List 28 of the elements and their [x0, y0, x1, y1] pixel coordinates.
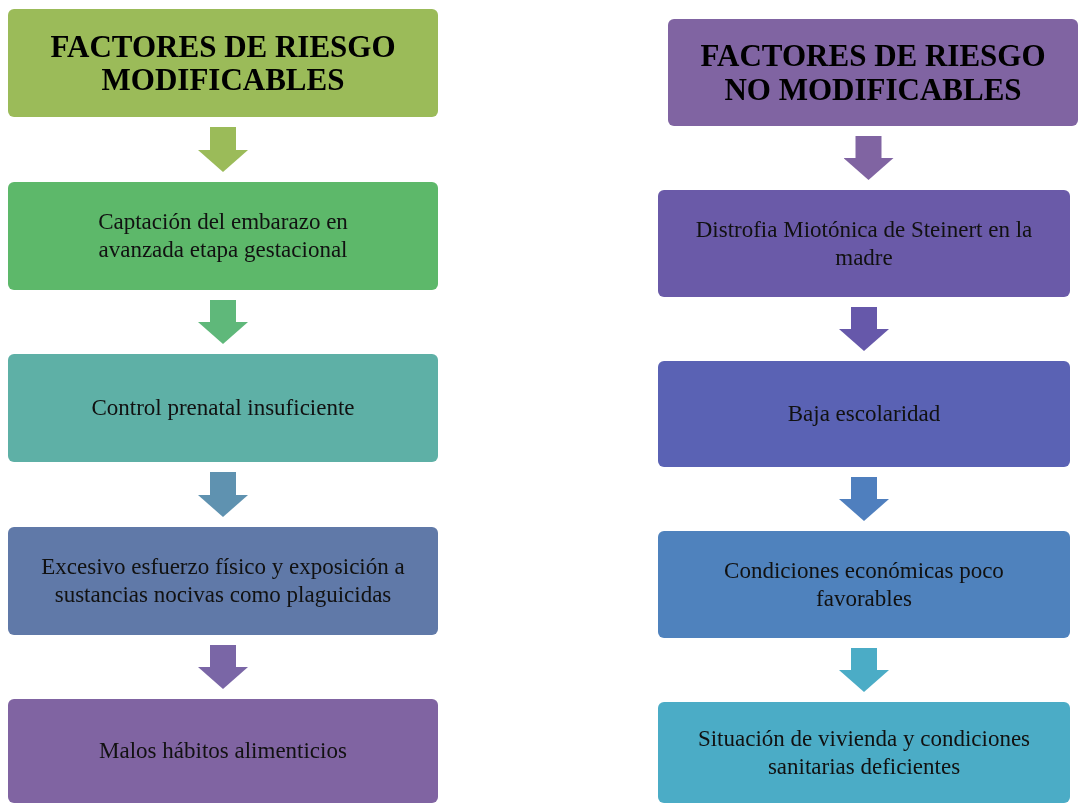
box-text: Captación del embarazo en avanzada etapa gestacional	[97, 208, 349, 264]
header-text: FACTORES DE RIESGO MODIFICABLES	[49, 29, 397, 97]
block-arrow	[198, 127, 248, 172]
block-arrow	[198, 645, 248, 689]
box-text: Control prenatal insuficiente	[91, 394, 355, 422]
box-text: Situación de vivienda y condiciones sanitarias deficientes	[696, 724, 1032, 781]
box-text: Malos hábitos alimenticios	[99, 737, 347, 765]
box-text: Distrofia Miotónica de Steinert en la madre	[694, 215, 1034, 272]
process-box	[658, 702, 1070, 803]
process-box	[8, 699, 438, 803]
block-arrow	[839, 648, 889, 692]
block-arrow	[198, 300, 248, 344]
box-text: Baja escolaridad	[787, 400, 941, 428]
block-arrow	[839, 477, 889, 521]
header-box	[8, 9, 438, 117]
process-box	[8, 182, 438, 290]
block-arrow	[198, 472, 248, 517]
process-box	[658, 531, 1070, 638]
header-box	[668, 19, 1078, 126]
block-arrow	[839, 307, 889, 351]
block-arrow	[843, 136, 894, 180]
header-text: FACTORES DE RIESGO NO MODIFICABLES	[699, 39, 1047, 106]
box-text: Excesivo esfuerzo físico y exposición a sustancias nocivas como plaguicidas	[40, 553, 406, 609]
process-box	[8, 354, 438, 462]
box-text: Condiciones económicas poco favorables	[723, 556, 1005, 613]
process-box	[658, 190, 1070, 297]
process-box	[658, 361, 1070, 467]
process-box	[8, 527, 438, 635]
